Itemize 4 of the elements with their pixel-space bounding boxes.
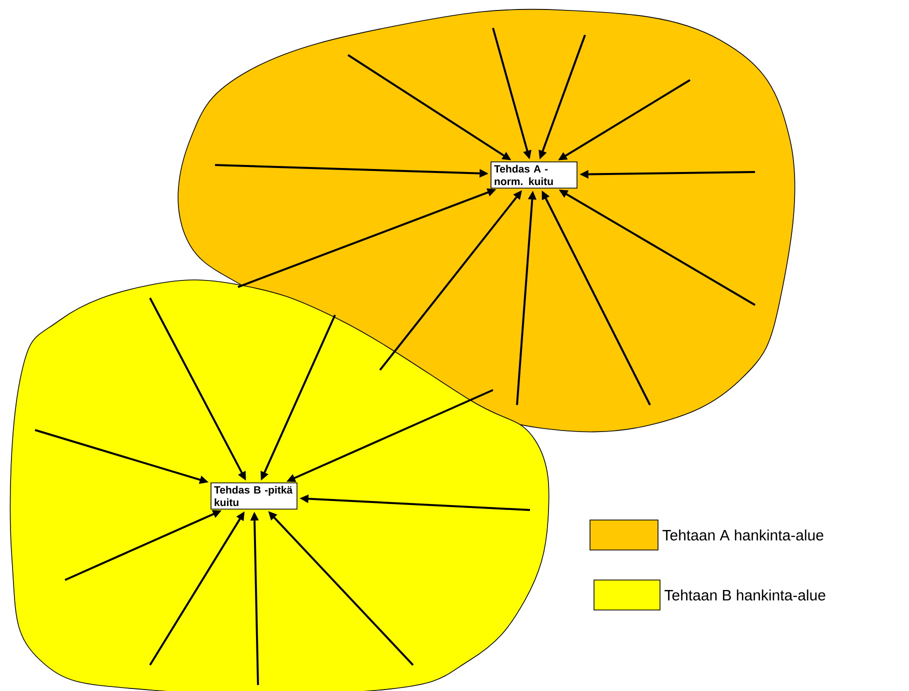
legend-label: Tehtaan A hankinta-alue (662, 530, 824, 540)
legend-label: Tehtaan B hankinta-alue (664, 590, 826, 600)
factory-box: Tehdas B -pitkä kuitu (210, 482, 298, 510)
factory-box: Tehdas A -norm. kuitu (490, 162, 578, 189)
